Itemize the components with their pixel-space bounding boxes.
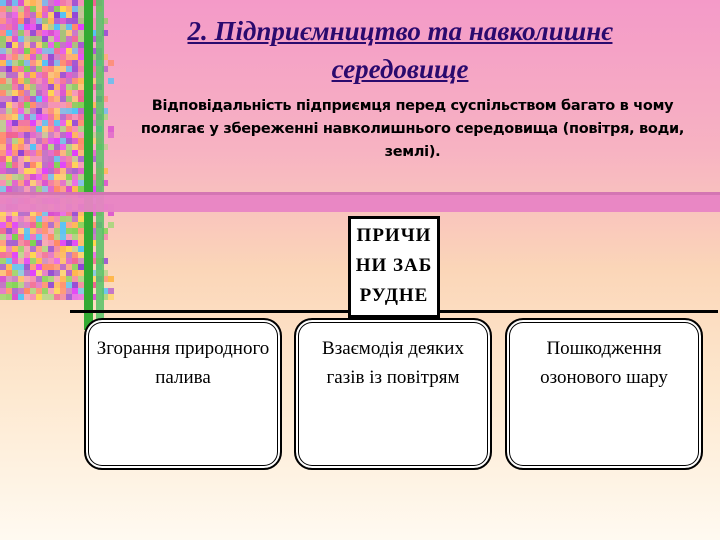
cause-card-label: Взаємодія деяких газів із повітрям bbox=[322, 338, 464, 388]
cause-card-label: Пошкодження озонового шару bbox=[540, 338, 668, 388]
slide-title: 2. Підприємництво та навколишнє середови… bbox=[187, 16, 613, 84]
slide-subtitle: Відповідальність підприємця перед суспіл… bbox=[140, 98, 685, 160]
cause-card-ozone: Пошкодження озонового шару bbox=[505, 318, 703, 470]
causes-header-box: ПРИЧИНИ ЗАБРУДНЕННЯ bbox=[348, 216, 440, 318]
cause-card-fuel: Згорання природного палива bbox=[84, 318, 282, 470]
cause-card-label: Згорання природного палива bbox=[96, 338, 270, 388]
causes-header-label: ПРИЧИНИ ЗАБРУДНЕННЯ bbox=[355, 225, 433, 306]
cause-card-gases: Взаємодія деяких газів із повітрям bbox=[294, 318, 492, 470]
